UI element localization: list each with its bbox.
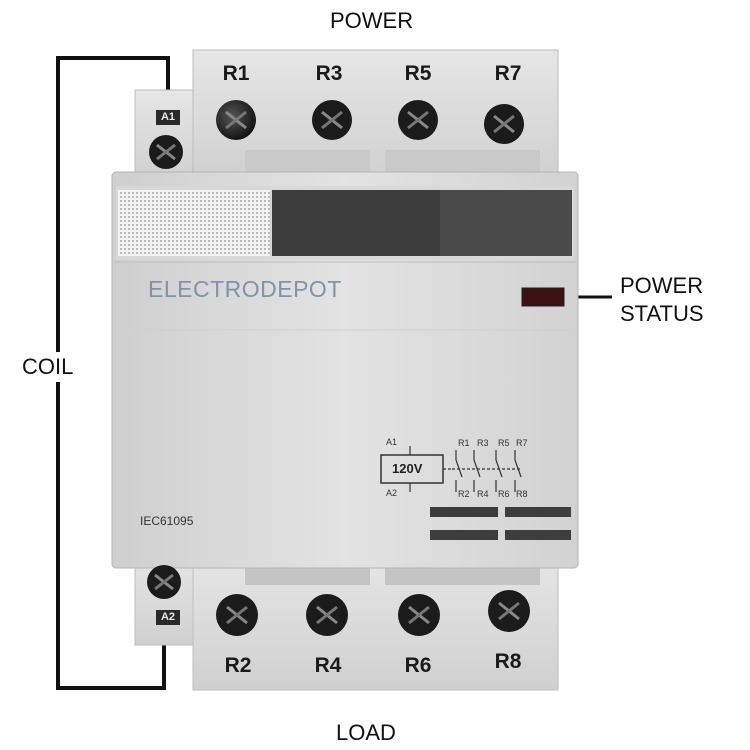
coil-tag-a1: A1	[156, 110, 180, 125]
terminal-label-r4: R4	[314, 654, 342, 677]
terminal-label-r7: R7	[494, 62, 522, 85]
terminal-label-r6: R6	[404, 654, 432, 677]
screw-icon-r5	[398, 100, 438, 140]
screw-icon-a1	[149, 135, 183, 169]
schematic-r6: R6	[498, 489, 510, 499]
coil-voltage: 120V	[392, 461, 423, 476]
schematic-r1: R1	[458, 438, 470, 448]
screw-icon-r1	[216, 100, 256, 140]
screw-icon-r4	[306, 594, 348, 636]
coil-tag-a2: A2	[156, 610, 180, 625]
screw-icon-r2	[216, 594, 258, 636]
standard-code: IEC61095	[140, 514, 194, 528]
terminal-label-r8: R8	[494, 650, 522, 673]
load-label: LOAD	[336, 720, 396, 745]
screw-icon-r7	[484, 104, 524, 144]
terminal-label-r3: R3	[315, 62, 343, 85]
screw-icon-r3	[312, 100, 352, 140]
terminal-label-r1: R1	[222, 62, 250, 85]
power-status-label: POWER STATUS	[620, 272, 704, 328]
wiring-schematic	[380, 446, 522, 492]
schematic-r8: R8	[516, 489, 528, 499]
brand-name: ELECTRODEPOT	[148, 276, 342, 302]
schematic-r5: R5	[498, 438, 510, 448]
schematic-r7: R7	[516, 438, 528, 448]
schematic-r2: R2	[458, 489, 470, 499]
terminal-label-r5: R5	[404, 62, 432, 85]
coil-label: COIL	[18, 352, 78, 382]
screw-icon-r8	[488, 590, 530, 632]
power-status-line2: STATUS	[620, 301, 704, 326]
screw-icon-a2	[147, 565, 181, 599]
schematic-a2: A2	[386, 488, 398, 498]
schematic-r4: R4	[477, 489, 489, 499]
power-status-line1: POWER	[620, 273, 704, 298]
schematic-r3: R3	[477, 438, 489, 448]
power-label: POWER	[330, 8, 414, 33]
schematic-a1: A1	[386, 437, 398, 447]
screw-icon-r6	[398, 594, 440, 636]
terminal-label-r2: R2	[224, 654, 252, 677]
